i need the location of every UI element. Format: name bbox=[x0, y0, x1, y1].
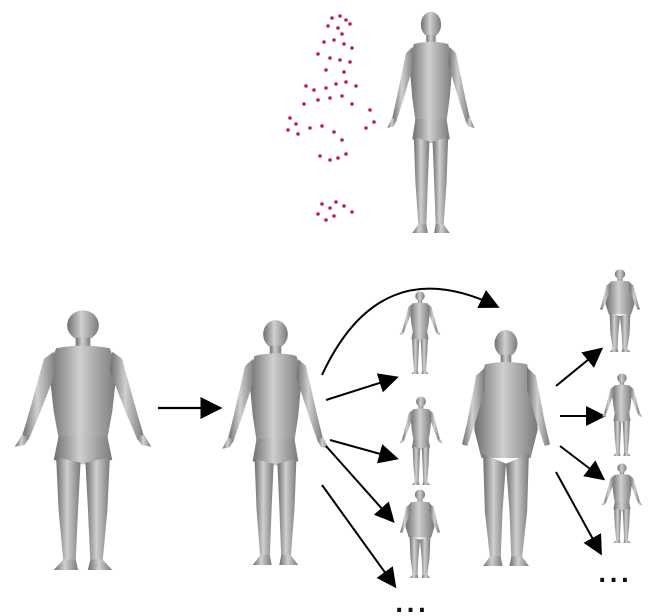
marker-point bbox=[344, 18, 348, 22]
marker-point bbox=[336, 156, 340, 160]
marker-point bbox=[324, 218, 328, 222]
marker-point bbox=[304, 84, 308, 88]
variant-body-1 bbox=[400, 291, 440, 374]
marker-point bbox=[350, 210, 354, 214]
arrow-to-variant-3 bbox=[326, 446, 392, 520]
marker-point bbox=[322, 40, 326, 44]
marker-point bbox=[316, 98, 320, 102]
marker-point bbox=[288, 116, 292, 120]
ellipsis-right: ... bbox=[598, 563, 632, 588]
variant-body-2 bbox=[400, 397, 443, 486]
arrow-female-to-more bbox=[556, 472, 600, 552]
marker-point bbox=[318, 154, 322, 158]
marker-point bbox=[364, 126, 368, 130]
ellipsis-bottom: ... bbox=[395, 593, 429, 616]
arrow-to-more-variants bbox=[322, 485, 394, 585]
marker-point bbox=[344, 152, 348, 156]
variant-body-3 bbox=[400, 490, 440, 579]
marker-point bbox=[316, 52, 320, 56]
marker-point bbox=[372, 120, 376, 124]
marker-point bbox=[316, 212, 320, 216]
template-body-mesh bbox=[222, 320, 328, 565]
marker-point bbox=[334, 82, 338, 86]
top-scanned-body bbox=[387, 12, 474, 233]
marker-point bbox=[340, 94, 344, 98]
marker-point bbox=[326, 24, 330, 28]
marker-point bbox=[344, 80, 348, 84]
marker-point bbox=[338, 14, 342, 18]
marker-point-cloud bbox=[286, 14, 376, 222]
marker-point bbox=[348, 22, 352, 26]
marker-point bbox=[296, 132, 300, 136]
marker-point bbox=[320, 124, 324, 128]
marker-point bbox=[308, 126, 312, 130]
marker-point bbox=[342, 42, 346, 46]
female-variant-2 bbox=[602, 373, 642, 456]
marker-point bbox=[332, 38, 336, 42]
marker-point bbox=[350, 46, 354, 50]
marker-point bbox=[354, 84, 358, 88]
arrow-female-to-right-1 bbox=[556, 350, 600, 386]
marker-point bbox=[338, 58, 342, 62]
marker-point bbox=[334, 200, 338, 204]
marker-point bbox=[328, 206, 332, 210]
female-variant-3 bbox=[602, 463, 642, 543]
marker-point bbox=[312, 88, 316, 92]
marker-point bbox=[350, 102, 354, 106]
source-body-mesh bbox=[15, 310, 152, 570]
marker-point bbox=[332, 130, 336, 134]
marker-point bbox=[324, 86, 328, 90]
marker-point bbox=[328, 96, 332, 100]
marker-point bbox=[328, 56, 332, 60]
marker-point bbox=[342, 70, 346, 74]
marker-point bbox=[340, 32, 344, 36]
marker-point bbox=[348, 60, 352, 64]
female-variant-1 bbox=[600, 269, 640, 352]
marker-point bbox=[340, 138, 344, 142]
marker-point bbox=[330, 16, 334, 20]
marker-point bbox=[294, 122, 298, 126]
marker-point bbox=[328, 158, 332, 162]
marker-point bbox=[336, 26, 340, 30]
marker-point bbox=[324, 68, 328, 72]
marker-point bbox=[342, 204, 346, 208]
female-body-mesh bbox=[462, 330, 550, 566]
marker-point bbox=[320, 202, 324, 206]
marker-point bbox=[332, 214, 336, 218]
arrow-female-to-right-3 bbox=[560, 446, 602, 478]
arrow-to-variant-1 bbox=[326, 378, 395, 400]
arrow-to-variant-2 bbox=[330, 440, 395, 458]
marker-point bbox=[286, 128, 290, 132]
marker-point bbox=[368, 108, 372, 112]
arrow-curved-to-female bbox=[322, 289, 496, 375]
marker-point bbox=[302, 102, 306, 106]
